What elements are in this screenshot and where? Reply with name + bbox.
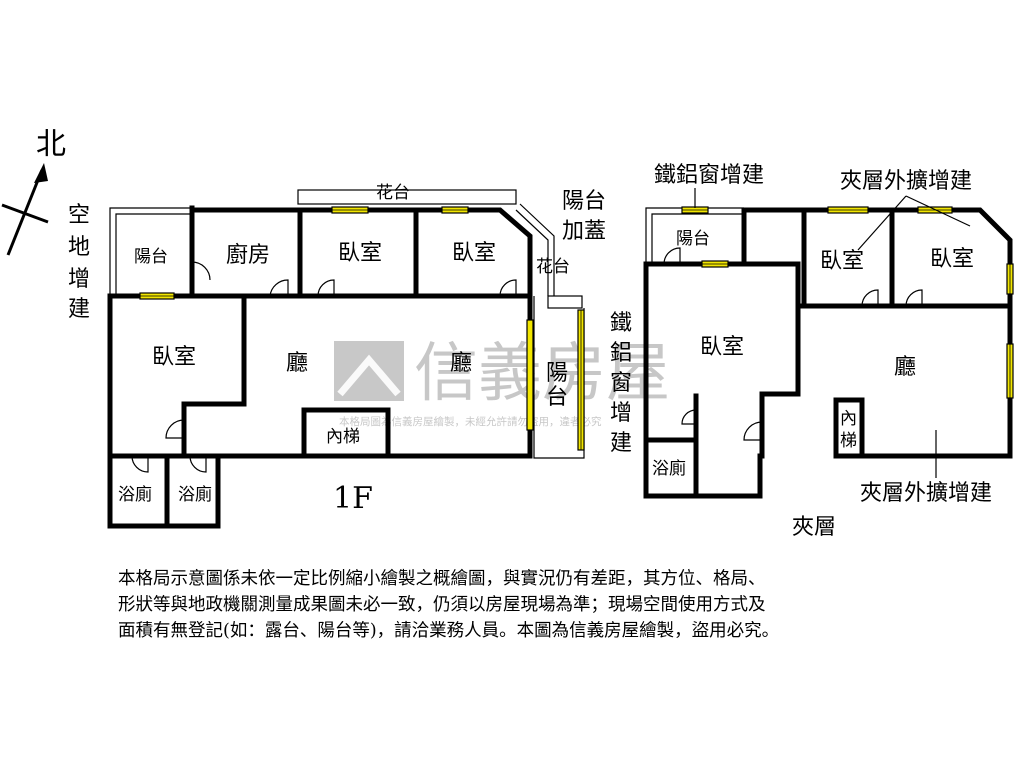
mz-extension-bottom: 夾層外擴增建 bbox=[860, 481, 992, 506]
f1-balcony-east: 陽 台 bbox=[546, 361, 575, 410]
disclaimer-line-1: 本格局示意圖係未依一定比例縮小繪製之概繪圖，與實況仍有差距，其方位、格局、 bbox=[118, 569, 766, 589]
disclaimer-line-2: 形狀等與地政機關測量成果圖未必一致，仍須以房屋現場為準；現場空間使用方式及 bbox=[118, 595, 766, 615]
watermark-notice: 本格局圖為信義房屋繪製，未經允許請勿盜用，違者必究 bbox=[339, 415, 602, 428]
f1-vacant-land-addition: 空 地 增 建 bbox=[68, 203, 97, 322]
compass-label: 北 bbox=[36, 127, 66, 162]
f1-kitchen: 廚房 bbox=[226, 243, 270, 268]
disclaimer-note: 本格局示意圖係未依一定比例縮小繪製之概繪圖，與實況仍有差距，其方位、格局、 形狀… bbox=[118, 566, 918, 644]
mezz-doors bbox=[663, 247, 923, 441]
f1-planter-right: 花台 bbox=[536, 257, 570, 277]
mezzanine-plan: 陽台 臥室 臥室 臥室 廳 內 梯 浴廁 鐵鋁窗增建 夾層外擴增建 夾層外擴增建… bbox=[643, 163, 1014, 540]
f1-bedroom-top-mid: 臥室 bbox=[338, 241, 382, 266]
f1-stairs: 內梯 bbox=[326, 427, 360, 447]
mz-bedroom-mid: 臥室 bbox=[820, 249, 864, 274]
north-arrow-icon bbox=[34, 163, 48, 183]
mz-title: 夾層 bbox=[792, 515, 836, 540]
watermark-brand: 信義房屋 bbox=[414, 337, 670, 411]
f1-bedroom-left: 臥室 bbox=[152, 345, 196, 370]
disclaimer-line-3: 面積有無登記(如：露台、陽台等)，請洽業務人員。本圖為信義房屋繪製，盜用必究。 bbox=[118, 621, 780, 641]
floor1-windows bbox=[139, 206, 585, 451]
mz-balcony: 陽台 bbox=[676, 229, 710, 249]
mz-extension-top: 夾層外擴增建 bbox=[840, 169, 972, 194]
f1-balcony-small: 陽台 bbox=[134, 247, 168, 267]
mz-bedroom-right: 臥室 bbox=[930, 247, 974, 272]
mz-living: 廳 bbox=[894, 355, 916, 380]
f1-title: 1F bbox=[333, 481, 373, 516]
mz-bath: 浴廁 bbox=[652, 458, 686, 479]
mezz-windows bbox=[681, 206, 1014, 399]
floor1-plan: 陽台 廚房 臥室 臥室 臥室 廳 廳 內梯 浴廁 浴廁 花台 花台 陽 台 1F… bbox=[68, 183, 639, 529]
f1-bath-1: 浴廁 bbox=[118, 484, 152, 505]
compass: 北 bbox=[1, 127, 66, 256]
f1-planter-top: 花台 bbox=[376, 183, 410, 203]
f1-bath-2: 浴廁 bbox=[178, 484, 212, 505]
f1-iron-window-addition: 鐵 鋁 窗 增 建 bbox=[610, 311, 639, 456]
mz-iron-window-addition: 鐵鋁窗增建 bbox=[654, 163, 764, 188]
f1-living-left: 廳 bbox=[286, 351, 308, 376]
watermark: 信義房屋 本格局圖為信義房屋繪製，未經允許請勿盜用，違者必究 bbox=[334, 337, 670, 428]
f1-balcony-cover: 陽台 加蓋 bbox=[562, 189, 613, 244]
f1-living-right: 廳 bbox=[450, 351, 472, 376]
floor1-doors bbox=[131, 261, 517, 473]
mz-bedroom-main: 臥室 bbox=[700, 335, 744, 360]
compass-cross bbox=[1, 203, 49, 224]
mz-stairs: 內 梯 bbox=[840, 409, 862, 451]
mezz-leader-lines bbox=[694, 188, 971, 478]
f1-bedroom-top-right: 臥室 bbox=[452, 241, 496, 266]
